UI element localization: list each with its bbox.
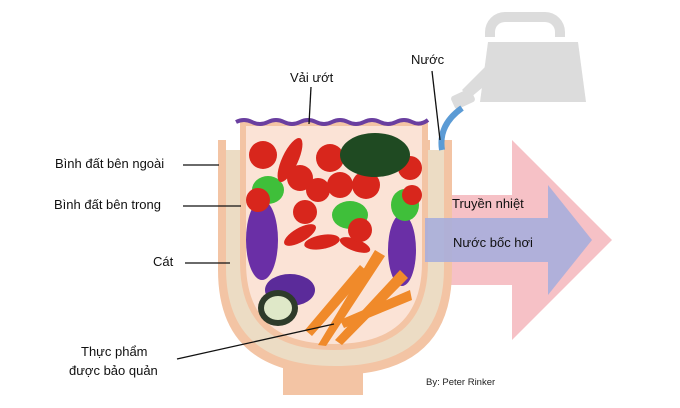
food-label-line2: được bảo quản xyxy=(69,363,158,378)
evaporation-arrow xyxy=(425,185,592,295)
heat-transfer-label: Truyền nhiệt xyxy=(452,196,524,211)
food-label-line1: Thực phẩm xyxy=(81,344,148,359)
inner-pot-label: Bình đất bên trong xyxy=(54,197,161,212)
wet-cloth-label: Vải ướt xyxy=(290,70,334,85)
leader-lines xyxy=(176,70,441,360)
author-credit: By: Peter Rinker xyxy=(426,377,496,388)
watering-can-icon xyxy=(451,12,586,110)
outer-pot-label: Bình đất bên ngoài xyxy=(55,156,165,171)
preserved-food xyxy=(246,133,422,346)
sand-label: Cát xyxy=(153,254,174,269)
water-label: Nước xyxy=(411,52,445,67)
evaporation-label: Nước bốc hơi xyxy=(453,235,533,250)
water-pipe xyxy=(438,105,464,151)
wet-cloth xyxy=(235,118,430,126)
